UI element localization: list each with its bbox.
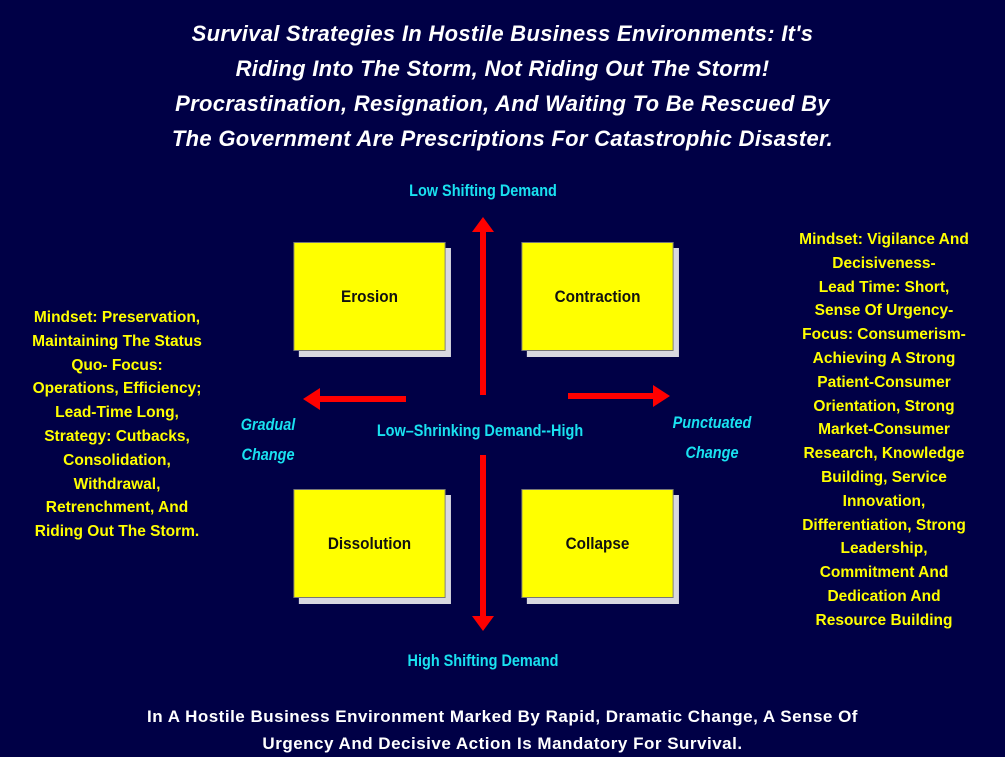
title-line: Procrastination, Resignation, And Waitin… bbox=[175, 91, 830, 116]
quadrant-dissolution: Dissolution bbox=[293, 489, 446, 598]
axis-label-center: Low–Shrinking Demand--High bbox=[376, 421, 584, 440]
text-line: Orientation, Strong bbox=[813, 397, 955, 415]
text-line: Consolidation, bbox=[63, 451, 171, 469]
label-line: Change bbox=[241, 445, 295, 464]
text-line: Leadership, bbox=[840, 540, 928, 558]
text-line: Commitment And bbox=[819, 564, 949, 582]
label-line: Punctuated bbox=[672, 413, 752, 432]
text-line: Sense Of Urgency- bbox=[814, 302, 954, 320]
text-line: Innovation, bbox=[842, 492, 926, 510]
left-mindset-text: Mindset: Preservation, Maintaining The St… bbox=[0, 306, 234, 544]
label-line: Gradual bbox=[240, 415, 296, 434]
arrow-left-icon bbox=[303, 388, 406, 410]
footer-text: In A Hostile Business Environment Marked… bbox=[0, 703, 1005, 757]
text-line: Differentiation, Strong bbox=[802, 516, 966, 534]
text-line: Mindset: Vigilance And bbox=[799, 231, 969, 248]
axis-label-right: Punctuated Change bbox=[670, 408, 755, 468]
text-line: Patient-Consumer bbox=[817, 373, 951, 391]
text-line: Dedication And bbox=[827, 587, 941, 605]
arrow-up-icon bbox=[472, 217, 494, 395]
text-line: Maintaining The Status bbox=[32, 332, 202, 350]
quadrant-collapse: Collapse bbox=[521, 489, 674, 598]
text-line: Building, Service bbox=[821, 468, 947, 486]
text-line: Market-Consumer bbox=[818, 421, 950, 439]
quadrant-erosion: Erosion bbox=[293, 242, 446, 351]
quadrant-contraction: Contraction bbox=[521, 242, 674, 351]
text-line: Retrenchment, And bbox=[45, 499, 189, 517]
axis-label-bottom: High Shifting Demand bbox=[407, 651, 559, 670]
arrow-down-icon bbox=[472, 455, 494, 631]
text-line: Riding Out The Storm. bbox=[34, 523, 200, 541]
title-line: The Government Are Prescriptions For Cat… bbox=[171, 126, 834, 151]
text-line: Decisiveness- bbox=[832, 254, 936, 272]
footer-line: In A Hostile Business Environment Marked… bbox=[147, 707, 858, 726]
text-line: Strategy: Cutbacks, bbox=[44, 427, 190, 445]
label-line: Change bbox=[685, 443, 739, 462]
title-line: Riding Into The Storm, Not Riding Out Th… bbox=[235, 56, 770, 81]
text-line: Withdrawal, bbox=[73, 475, 161, 493]
text-line: Research, Knowledge bbox=[803, 445, 965, 463]
arrow-right-icon bbox=[568, 385, 670, 407]
text-line: Resource Building bbox=[815, 611, 953, 629]
text-line: Mindset: Preservation, bbox=[33, 309, 201, 326]
text-line: Lead Time: Short, bbox=[818, 278, 950, 296]
slide-title: Survival Strategies In Hostile Business … bbox=[0, 16, 1005, 156]
text-line: Achieving A Strong bbox=[812, 349, 956, 367]
text-line: Operations, Efficiency; bbox=[32, 380, 202, 398]
axis-label-top: Low Shifting Demand bbox=[409, 181, 557, 200]
axis-label-left: Gradual Change bbox=[234, 410, 302, 470]
title-line: Survival Strategies In Hostile Business … bbox=[191, 21, 814, 46]
text-line: Lead-Time Long, bbox=[55, 404, 179, 422]
text-line: Quo- Focus: bbox=[71, 356, 163, 374]
footer-line: Urgency And Decisive Action Is Mandatory… bbox=[262, 734, 743, 753]
text-line: Focus: Consumerism- bbox=[802, 326, 966, 344]
